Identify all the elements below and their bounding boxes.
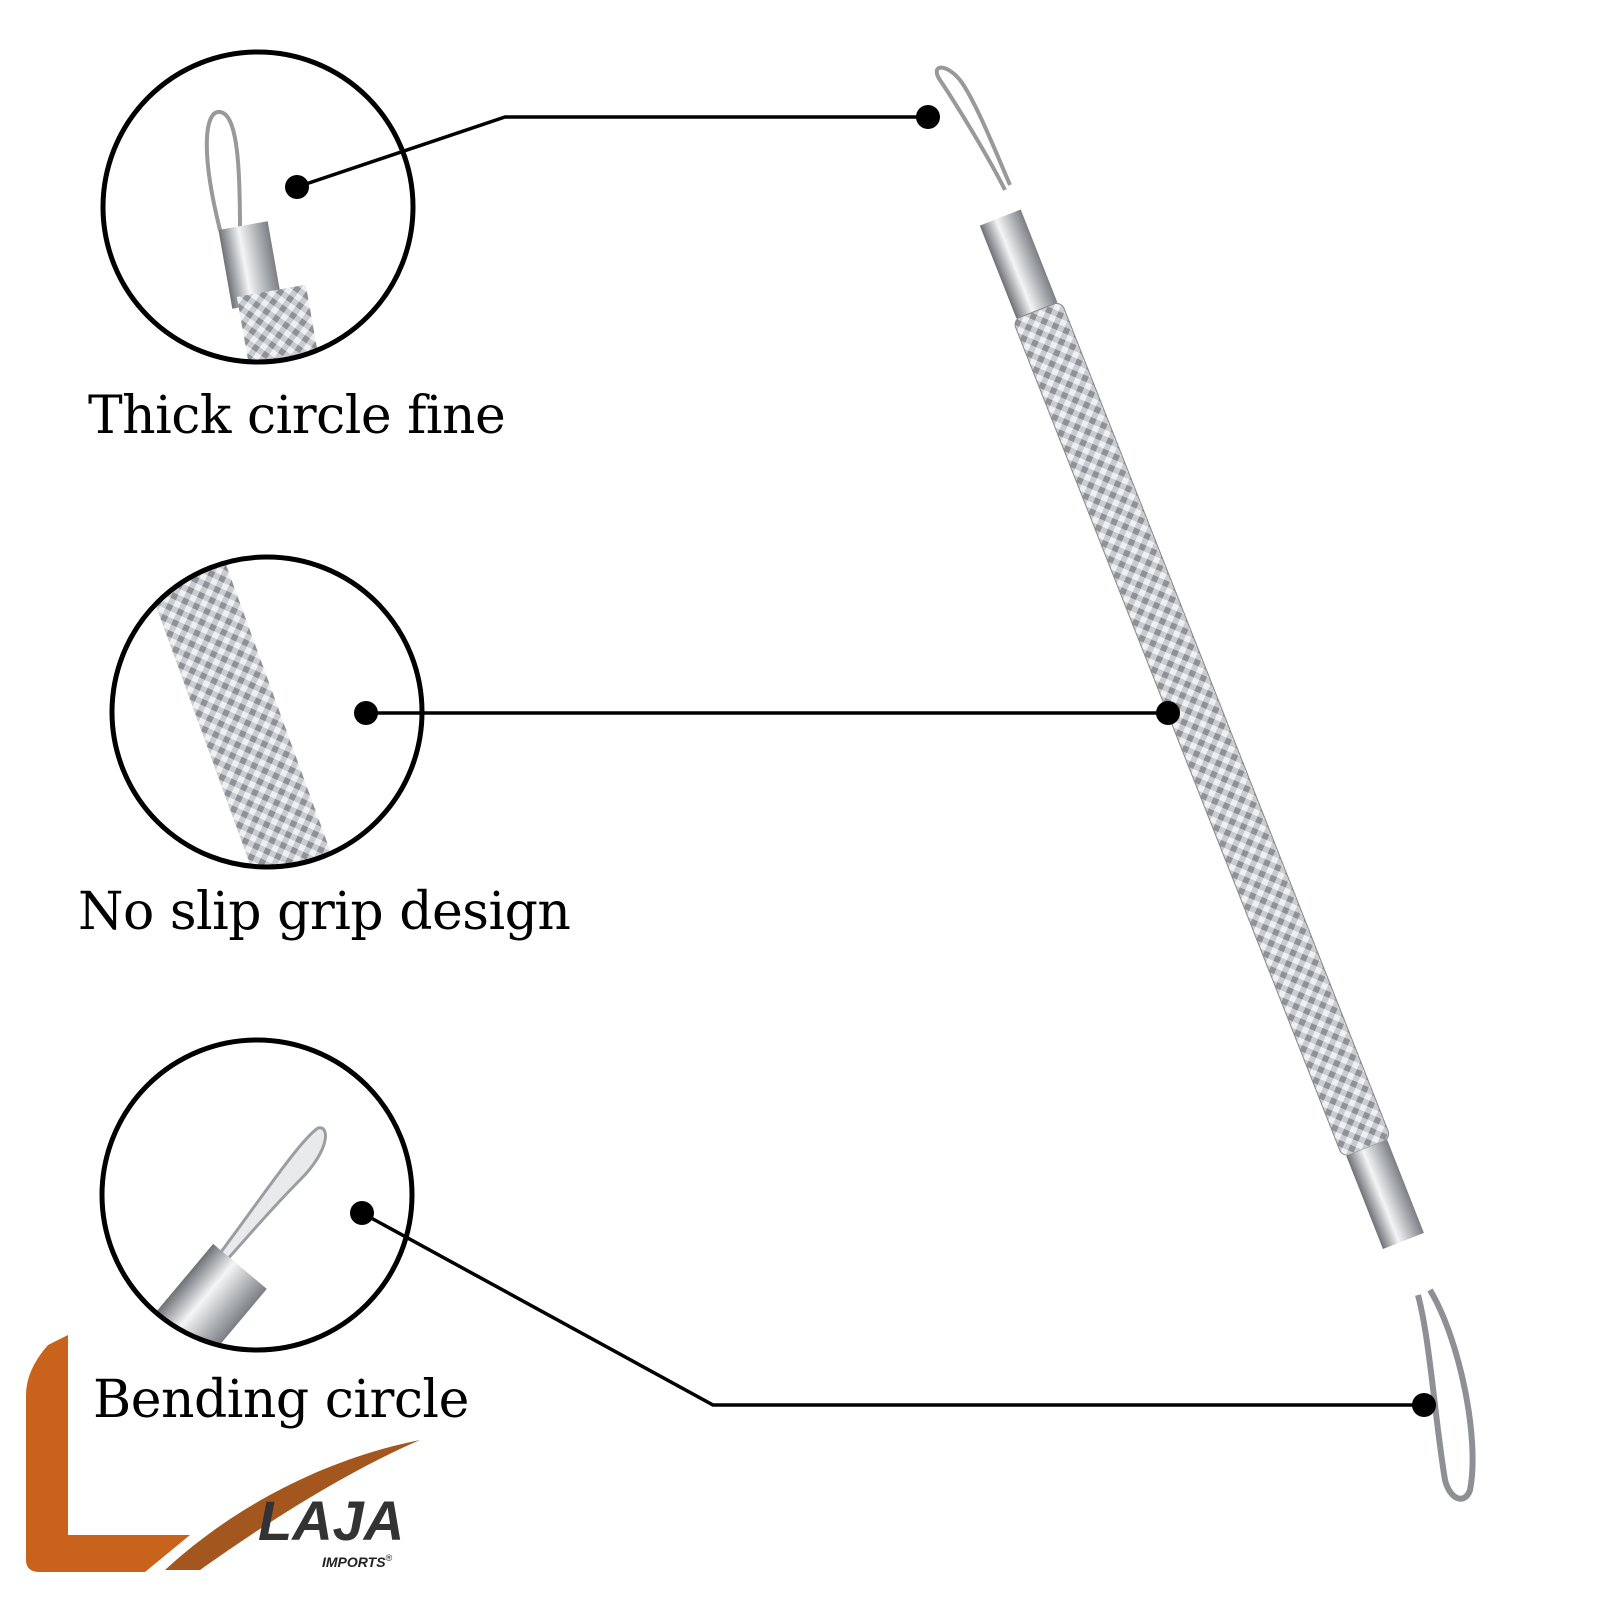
bottom-collar xyxy=(1346,1139,1424,1250)
caption-no-slip-grip: No slip grip design xyxy=(78,882,571,942)
detail-grip xyxy=(140,559,340,865)
callout-line-1 xyxy=(296,115,928,189)
registered-mark: ® xyxy=(385,1553,393,1563)
zoom-circle-3 xyxy=(99,1037,415,1353)
zoom-circle-1 xyxy=(100,49,416,365)
callout-dots xyxy=(285,105,1436,1417)
laja-logo-mark xyxy=(26,1335,420,1572)
top-loop-tip xyxy=(934,65,1012,191)
caption-thick-circle-fine: Thick circle fine xyxy=(88,386,506,446)
logo-subtext: IMPORTS® xyxy=(322,1553,393,1571)
callout-lines xyxy=(296,115,1424,1407)
callout-line-3 xyxy=(361,1211,1424,1407)
bent-loop-tip xyxy=(1415,1288,1476,1502)
knurled-handle xyxy=(1014,302,1390,1156)
extractor-tool xyxy=(934,65,1476,1502)
detail-fine-loop xyxy=(204,110,324,360)
logo-sub: IMPORTS xyxy=(322,1554,386,1570)
top-collar xyxy=(979,209,1058,319)
logo-text: LAJA xyxy=(258,1489,405,1552)
detail-bend-loop xyxy=(123,1126,327,1348)
caption-bending-circle: Bending circle xyxy=(93,1370,469,1430)
